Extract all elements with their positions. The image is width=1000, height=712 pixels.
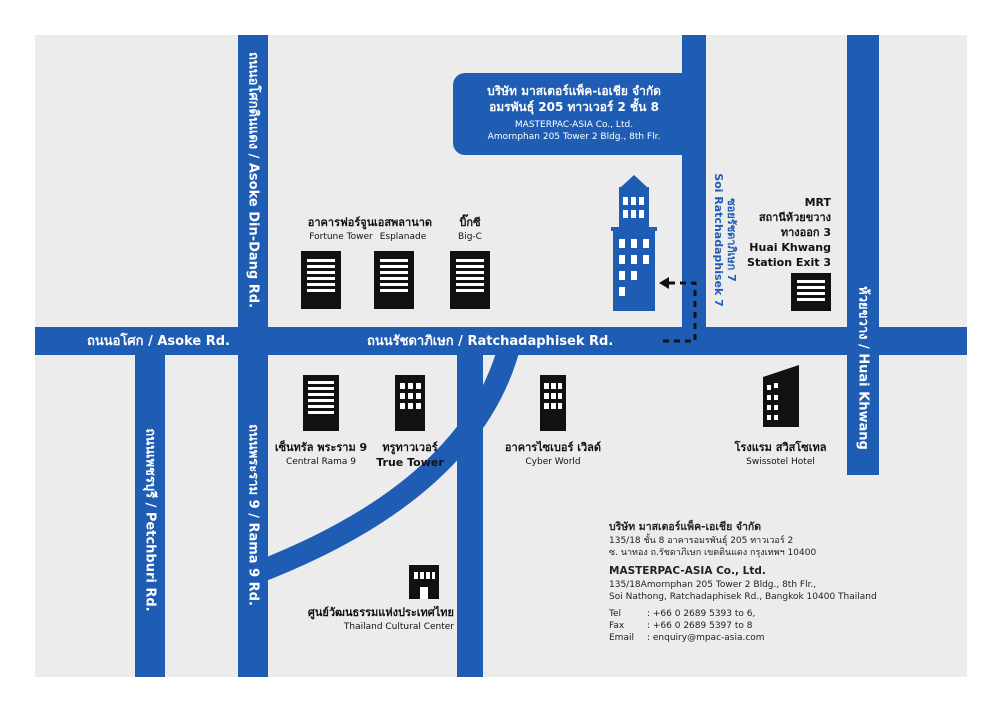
curved-road	[247, 337, 522, 586]
road-huai-khwang	[847, 35, 879, 475]
road-ratchadaphisek	[35, 327, 967, 355]
mrt-exit-icon	[791, 273, 831, 311]
label-swissotel: โรงแรม สวิสโซเทล Swissotel Hotel	[734, 441, 827, 467]
label-cultural: ศูนย์วัฒนธรรมแห่งประเทศไทย Thailand Cult…	[307, 606, 454, 632]
route-arrow-icon	[659, 277, 697, 343]
callout-th-line1: บริษัท มาสเตอร์แพ็ค-เอเชีย จำกัด	[487, 84, 661, 98]
label-truetower: ทรูทาวเวอร์ True Tower	[376, 441, 444, 469]
soi-label-en: Soi Ratchadaphisek 7	[712, 173, 725, 307]
address-en-title: MASTERPAC-ASIA Co., Ltd.	[609, 565, 766, 577]
truetower-building-icon	[395, 375, 425, 431]
cultural-center-icon	[409, 565, 439, 599]
address-block: บริษัท มาสเตอร์แพ็ค-เอเชีย จำกัด 135/18 …	[609, 520, 949, 644]
road-asoke-din-dang	[238, 35, 268, 677]
address-en-line1: 135/18Amornphan 205 Tower 2 Bldg., 8th F…	[609, 580, 817, 590]
swissotel-building-icon	[763, 365, 799, 427]
road-label-petchburi: ถนนเพชรบุรี / Petchburi Rd.	[142, 428, 158, 612]
road-label-asoke: ถนนอโศก / Asoke Rd.	[87, 334, 230, 349]
contact-email[interactable]: Email : enquiry@mpac-asia.com	[609, 633, 765, 643]
company-callout: บริษัท มาสเตอร์แพ็ค-เอเชีย จำกัด อมรพันธ…	[453, 73, 695, 155]
label-esplanade: เอสพลานาด Esplanade	[373, 216, 433, 242]
mrt-station-label: MRT สถานีห้วยขวาง ทางออก 3 Huai Khwang S…	[747, 196, 831, 269]
road-petchburi	[135, 335, 165, 677]
bigc-building-icon	[450, 251, 490, 309]
map-canvas: ถนนอโศก / Asoke Rd. ถนนรัชดาภิเษก / Ratc…	[35, 35, 967, 677]
contact-tel: Tel : +66 0 2689 5393 to 6,	[609, 609, 756, 619]
address-th-title: บริษัท มาสเตอร์แพ็ค-เอเชีย จำกัด	[609, 521, 762, 533]
callout-th-line2: อมรพันธุ์ 205 ทาวเวอร์ 2 ชั้น 8	[489, 100, 659, 114]
road-label-rama9: ถนนพระราม 9 / Rama 9 Rd.	[245, 424, 261, 606]
address-th-line2: ซ. นาทอง ถ.รัชดาภิเษก เขตดินแดง กรุงเทพฯ…	[609, 548, 817, 558]
road-label-huai-khwang: ห้วยขวาง / Huai Khwang	[855, 286, 871, 450]
label-cyberworld: อาคารไซเบอร์ เวิลด์ Cyber World	[504, 441, 602, 467]
callout-en-line1: MASTERPAC-ASIA Co., Ltd.	[514, 120, 634, 130]
label-fortune: อาคารฟอร์จูน Fortune Tower	[307, 216, 375, 242]
callout-en-line2: Amornphan 205 Tower 2 Bldg., 8th Flr.	[487, 132, 661, 142]
road-label-ratchadaphisek: ถนนรัชดาภิเษก / Ratchadaphisek Rd.	[367, 334, 614, 349]
target-tower-icon	[611, 175, 657, 311]
esplanade-building-icon	[374, 251, 414, 309]
central-building-icon	[303, 375, 339, 431]
contact-fax: Fax : +66 0 2689 5397 to 8	[609, 621, 753, 631]
address-th-line1: 135/18 ชั้น 8 อาคารอมรพันธุ์ 205 ทาวเวอร…	[609, 536, 794, 546]
cyberworld-building-icon	[540, 375, 566, 431]
road-label-asoke-din-dang: ถนนอโศกดินแดง / Asoke Din-Dang Rd.	[245, 51, 261, 309]
label-central: เซ็นทรัล พระราม 9 Central Rama 9	[274, 441, 368, 467]
road-cultural-center	[457, 335, 483, 677]
label-bigc: บิ๊กซี Big-C	[458, 216, 482, 242]
address-en-line2: Soi Nathong, Ratchadaphisek Rd., Bangkok…	[609, 592, 877, 602]
fortune-building-icon	[301, 251, 341, 309]
